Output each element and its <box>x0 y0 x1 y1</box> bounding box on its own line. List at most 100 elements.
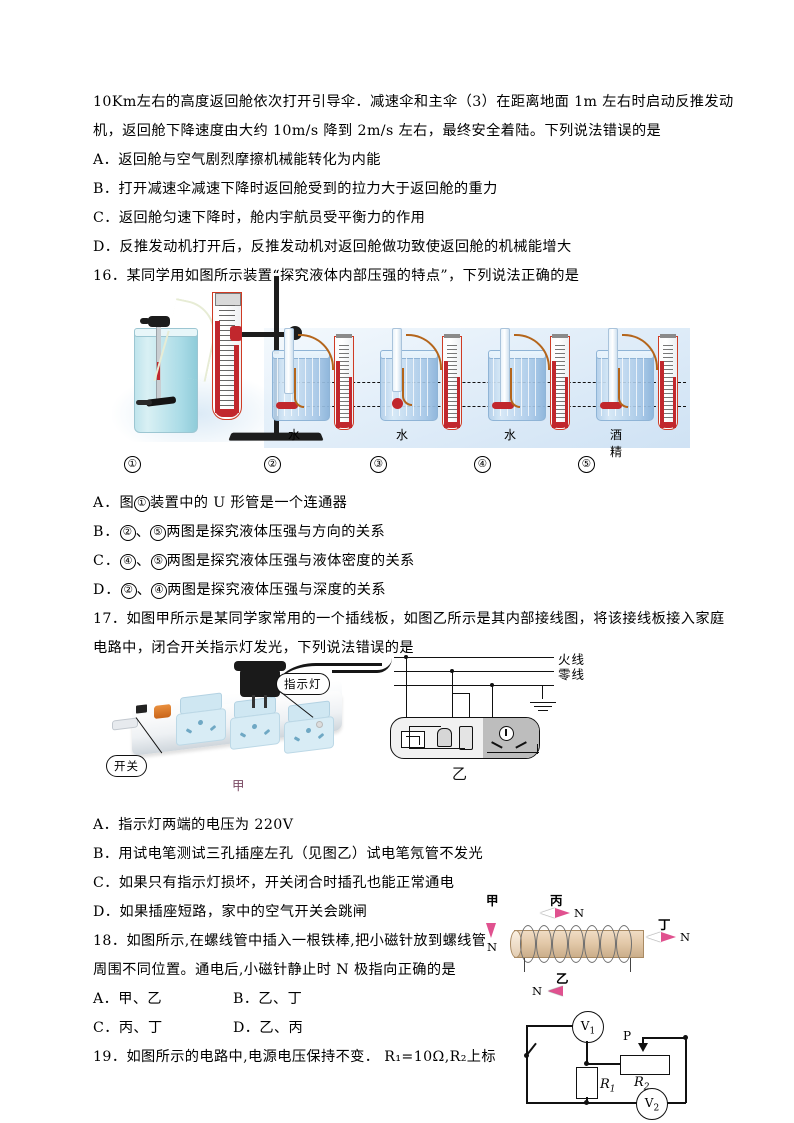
socket-3[interactable] <box>284 715 334 755</box>
socket-pin-right-icon <box>209 724 217 732</box>
rubber-tube-4-lower <box>510 368 520 408</box>
r1-symbol: R <box>600 1077 610 1092</box>
figure-number-1-glyph: ① <box>124 456 141 473</box>
q17-option-b: B．用试电笔测试三孔插座左孔（见图乙）试电笔氖管不发光 <box>93 846 484 862</box>
needle-label-jia: 甲 <box>486 893 499 908</box>
q15-option-c: C．返回舱匀速下降时，舱内宇航员受平衡力的作用 <box>93 210 426 226</box>
plug-cap <box>234 661 286 671</box>
indicator-lamp <box>316 721 323 728</box>
q18-option-b: B．乙、丁 <box>233 991 303 1007</box>
compass-needle-jia <box>486 908 497 938</box>
manometer-scale <box>219 305 235 409</box>
callout-indicator-lamp: 指示灯 <box>276 673 330 695</box>
page-content: 10Km左右的高度返回舱依次打开引导伞．减速伞和主伞（3）在距离地面 1m 左右… <box>93 88 734 1072</box>
voltmeter-v1-symbol: V <box>580 1019 590 1033</box>
socket-1[interactable] <box>176 707 226 747</box>
q15-stem-line1: 10Km左右的高度返回舱依次打开引导伞．减速伞和主伞（3）在距离地面 1m 左右… <box>93 94 734 110</box>
q16-figure-liquid-pressure: 水 水 <box>112 276 690 476</box>
slider-label-p: P <box>623 1029 632 1043</box>
mains-rail-earth <box>394 685 554 687</box>
compass-needle-bing <box>540 908 570 919</box>
wire-slider-to-right <box>642 1037 686 1039</box>
internal-wire-socket-bottom <box>487 752 539 754</box>
figure-caption-jia: 甲 <box>232 778 245 793</box>
q16-opt-a-post: 装置中的 U 形管是一个连通器 <box>150 495 348 511</box>
dashed-line-lower <box>272 406 686 407</box>
needle-white-half <box>646 932 661 942</box>
q17-option-a: A．指示灯两端的电压为 220V <box>93 817 294 833</box>
resistor-r1 <box>576 1067 598 1099</box>
coil-turn-4 <box>568 925 584 963</box>
stand-base <box>228 432 324 441</box>
q16-opt-c-post: 两图是探究液体压强与液体密度的关系 <box>166 553 415 569</box>
manometer-5-liquid-left <box>660 361 664 428</box>
manometer-2-liquid-right <box>348 377 352 428</box>
wire-to-r2 <box>586 1063 620 1065</box>
plug-body <box>240 667 280 697</box>
circled-marker-5b: ⑤ <box>150 554 167 570</box>
manometer-3-liquid-left <box>444 361 448 428</box>
voltmeter-v2-subscript: 2 <box>653 1103 660 1114</box>
power-switch-button[interactable] <box>154 703 171 720</box>
q16-opt-b-sep: 、 <box>135 524 151 540</box>
q18-stem-line1: 18．如图所示,在螺线管中插入一根铁棒,把小磁针放到螺线管 <box>93 933 487 949</box>
manometer-4-cap <box>552 334 568 338</box>
probe-membrane-2 <box>276 402 298 409</box>
manometer-3 <box>442 334 462 430</box>
plug-pin-left-icon <box>252 695 255 708</box>
voltmeter-v1-subscript: 1 <box>589 1026 596 1037</box>
circled-marker-4: ④ <box>120 554 137 570</box>
resistor-r1-label: R1 <box>600 1077 616 1095</box>
power-cord-tail <box>332 658 392 673</box>
voltmeter-v2-symbol: V <box>644 1096 654 1110</box>
socket-pin-left-icon <box>185 728 193 734</box>
socket-pin-right-icon <box>263 728 271 736</box>
mains-rail-neutral <box>394 671 554 673</box>
figure-number-2-glyph: ② <box>264 456 281 473</box>
compass-needle-ding <box>646 932 676 943</box>
socket-2[interactable] <box>230 711 280 751</box>
needle-label-ding: 丁 <box>658 917 671 932</box>
needle-pink-half <box>548 986 563 996</box>
manometer-3-cap <box>444 334 460 338</box>
manometer-2-bottom <box>336 422 352 428</box>
earth-ground-icon <box>530 699 556 714</box>
wire-slider-stem <box>642 1037 644 1045</box>
q18-option-c: C．丙、丁 <box>93 1020 163 1036</box>
wire-top-left <box>526 1025 566 1027</box>
switch-node <box>524 1053 529 1058</box>
probe-stick-2 <box>284 328 294 394</box>
wire-left-rail <box>526 1025 528 1103</box>
internal-wire-left <box>409 726 411 748</box>
needle-pink-half <box>555 908 570 918</box>
dashed-line-upper <box>272 382 686 383</box>
mains-rail-live <box>394 657 554 659</box>
label-neutral-wire: 零线 <box>558 667 586 682</box>
coil-turn-5 <box>584 925 600 963</box>
socket-pin-right-icon <box>317 732 325 740</box>
circled-marker-5: ⑤ <box>150 525 167 541</box>
probe-membrane-3 <box>392 398 403 409</box>
needle-bing-n-pole: N <box>574 906 585 920</box>
stand-clamp-knob <box>230 326 242 341</box>
manometer-4-bottom <box>552 422 568 428</box>
needle-ding-n-pole: N <box>680 930 691 944</box>
internal-wire-top <box>409 726 441 728</box>
probe-stick-4 <box>500 328 510 406</box>
manometer-4-liquid-left <box>552 361 556 428</box>
figure-number-4-glyph: ④ <box>474 456 491 473</box>
drop-live <box>406 657 408 729</box>
needle-pink-half <box>486 923 496 938</box>
drop-earth <box>492 685 494 727</box>
wire-right-rail <box>685 1037 687 1103</box>
probe-membrane-4 <box>492 402 514 409</box>
liquid-label-3: 水 <box>396 428 410 442</box>
socket-pin-ground-icon <box>198 719 203 726</box>
circled-marker-1: ① <box>134 496 151 512</box>
